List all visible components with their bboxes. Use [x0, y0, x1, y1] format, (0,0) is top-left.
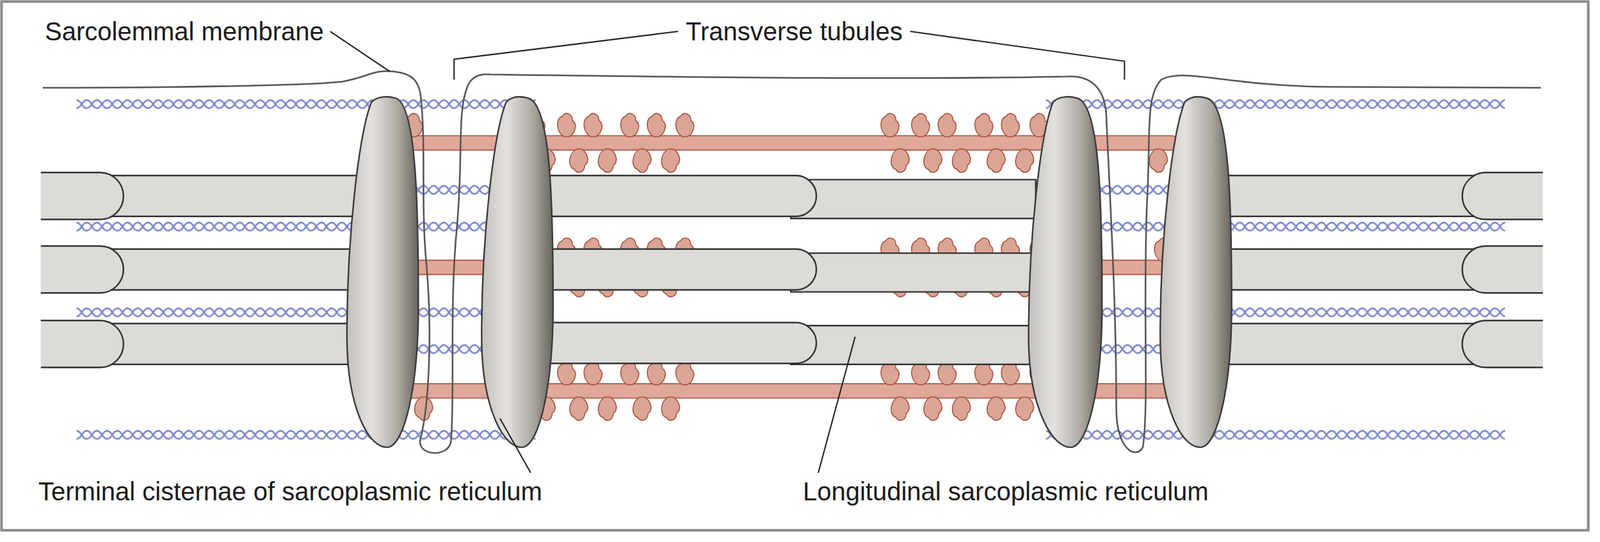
illustration-part: [481, 96, 554, 447]
illustration-part: [76, 220, 536, 233]
illustration-part: [1046, 97, 1506, 111]
illustration-part: [790, 325, 1036, 365]
sarcolemma: [42, 71, 1542, 453]
longitudinal-sr: [40, 172, 1544, 367]
illustration-part: [1160, 96, 1232, 447]
illustration-part: [535, 322, 817, 364]
illustration-part: [790, 252, 1036, 292]
illustration-part: [347, 96, 419, 447]
illustration-part: [40, 245, 124, 293]
illustration-part: [76, 428, 536, 441]
illustration-part: [1149, 149, 1168, 173]
illustration-part: [1224, 175, 1485, 217]
part-label: Terminal cisternae of sarcoplasmic retic…: [38, 476, 543, 506]
illustration-part: [526, 113, 695, 173]
illustration-part: [880, 361, 1049, 421]
illustration-part: [535, 249, 817, 291]
illustration-part: [414, 396, 433, 421]
thin-filaments: [76, 97, 1506, 441]
illustration-part: [330, 31, 390, 72]
illustration-part: [790, 179, 1036, 219]
illustration-part: [1462, 245, 1544, 293]
illustration-part: [96, 175, 357, 217]
terminal-cisternae: [347, 96, 1232, 447]
illustration-part: [40, 172, 124, 219]
illustration-part: [76, 306, 536, 319]
illustration-part: [96, 323, 357, 365]
illustration-part: [1462, 320, 1544, 367]
illustration-part: [76, 97, 536, 111]
leader-lines: [330, 31, 1125, 473]
frame: [1, 1, 1588, 530]
illustration-part: [500, 418, 531, 473]
illustration-part: [910, 31, 1125, 80]
illustration-part: [1046, 428, 1506, 441]
illustration-part: [40, 320, 124, 367]
part-label: Transverse tubules: [685, 16, 903, 47]
illustration-part: [1046, 220, 1506, 233]
illustration-part: [535, 175, 817, 217]
illustration-part: [453, 31, 679, 80]
illustration-part: [1028, 96, 1103, 447]
illustration-part: [818, 336, 856, 473]
illustration-part: [880, 113, 1049, 173]
part-label: Longitudinal sarcoplasmic reticulum: [802, 476, 1209, 506]
illustration-part: [526, 361, 695, 421]
illustration-part: [96, 249, 357, 291]
illustration-part: [1224, 249, 1485, 291]
part-label: Sarcolemmal membrane: [44, 16, 324, 47]
illustration-part: [1224, 323, 1485, 365]
illustration-part: [1462, 172, 1544, 219]
